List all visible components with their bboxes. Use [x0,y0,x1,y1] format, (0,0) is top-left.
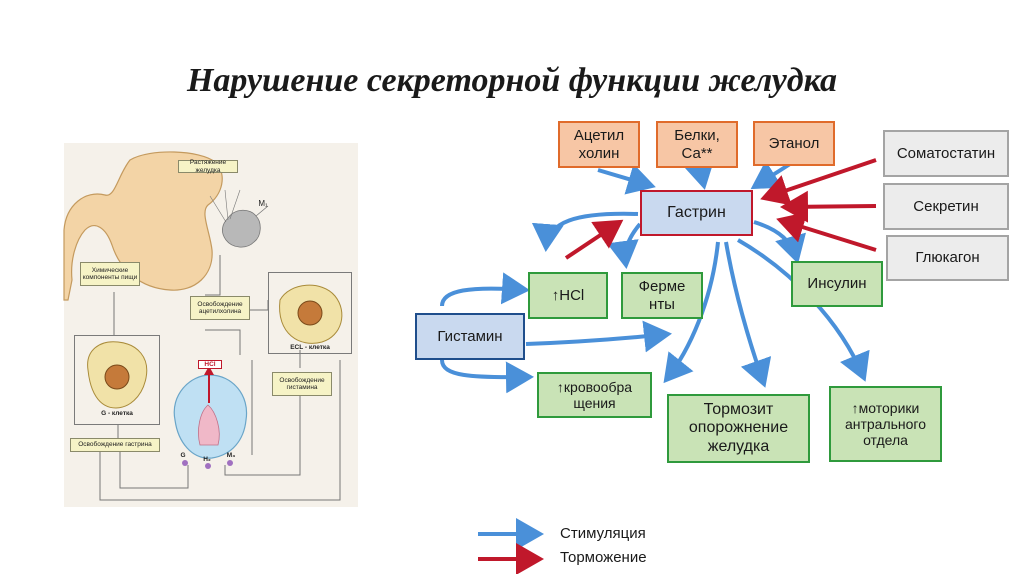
arrow-ethanol-gastrin [750,160,792,190]
node-emptying: Тормозит опорожнение желудка [667,394,810,463]
arrow-glucagon-gastrin [776,211,877,252]
node-proteins: Белки, Са** [656,121,738,168]
node-gastrin: Гастрин [640,190,753,236]
label-gastrin-release: Освобождение гастрина [70,438,160,452]
node-somatostatin: Соматостатин [883,130,1009,177]
legend-inhibition-label: Торможение [560,549,647,566]
label-g-cell: G - клетка [101,410,133,417]
node-secretin: Секретин [883,183,1009,230]
arrow-histamine-bloodflow [440,359,534,394]
label-hcl-small: HCl [198,360,222,370]
path-line [205,255,221,296]
legend-stimulation-label: Стимуляция [560,525,646,542]
node-motility: ↑моторики антрального отдела [829,386,942,462]
path-line [205,329,241,355]
ecl-cell-frame [268,272,352,354]
node-blood-flow: ↑кровообра щения [537,372,652,418]
node-histamine: Гистамин [415,313,525,360]
label-g-receptor: G [180,452,186,459]
node-insulin: Инсулин [791,261,883,307]
nerve-cell [222,209,261,248]
node-enzymes: Ферме нты [621,272,703,319]
path-line [99,360,341,501]
node-ethanol: Этанол [753,121,835,166]
arrow-proteins-gastrin [683,159,715,190]
label-ach-release: Освобождение ацетилхолина [190,296,250,320]
arrow-inhib-hcl [564,219,624,260]
label-histamine-release: Освобождение гистамина [272,372,332,396]
arrow-histamine-enzymes [525,320,672,353]
arrow-gastrin-bloodflow [663,241,720,384]
arrow-gastrin-emptying [724,241,772,388]
arrow-gastrin-enzymes [606,222,642,269]
label-chemical: Химические компоненты пищи [80,262,140,286]
arrow-secretin-gastrin [780,190,877,223]
page-title: Нарушение секреторной функции желудка [186,62,838,99]
path-line [224,395,301,476]
label-stretch: Растяжение желудка [178,159,238,174]
g-cell-frame [74,335,160,425]
label-h2-receptor: H₂ [203,456,211,463]
arrow-ach-gastrin [597,163,656,195]
label-ecl-cell: ECL - клетка [290,344,330,351]
arrow-gastrin-left [531,211,639,252]
label-m1: M₁ [258,199,268,208]
arrow-histamine-hcl [440,272,530,307]
path-line [119,452,189,489]
node-glucagon: Глюкагон [886,235,1009,281]
label-m3-receptor: M₃ [226,452,236,459]
node-acetylcholine: Ацетил холин [558,121,640,168]
node-hcl: ↑HCl [528,272,608,319]
